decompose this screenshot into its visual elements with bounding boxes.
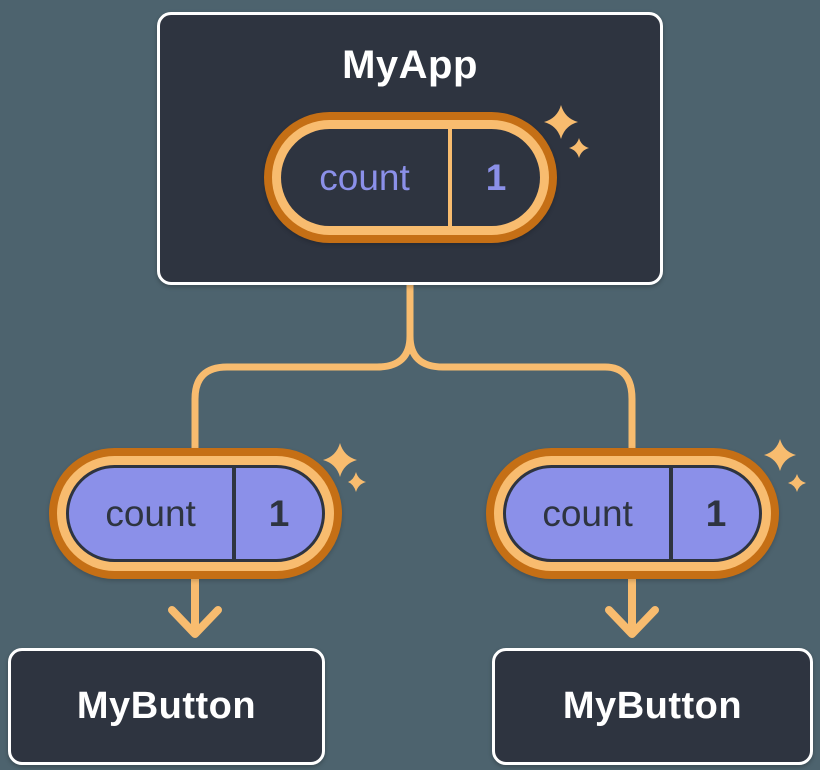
- pill-divider: [669, 468, 674, 559]
- arrow-right-head: [605, 606, 659, 638]
- state-value: 1: [485, 156, 507, 198]
- state-label: count: [319, 156, 410, 198]
- state-pill-right-child: count 1: [486, 448, 779, 579]
- state-value: 1: [268, 492, 290, 534]
- sparkle-icon: [788, 474, 806, 492]
- connector-branch-left: [191, 335, 414, 452]
- node-title: MyApp: [342, 43, 478, 87]
- state-label: count: [542, 492, 633, 534]
- sparkle-icon: [323, 443, 357, 477]
- state-pill-root: count 1: [264, 112, 557, 243]
- pill-divider: [448, 129, 453, 226]
- sparkle-icon: [764, 439, 796, 471]
- state-label: count: [105, 492, 196, 534]
- state-pill-left-child: count 1: [49, 448, 342, 579]
- pill-divider: [232, 468, 237, 559]
- sparkle-icon: [348, 472, 366, 492]
- state-value: 1: [705, 492, 727, 534]
- arrow-left-head: [168, 606, 222, 638]
- component-node-mybutton-left: MyButton: [8, 648, 325, 765]
- pill-body: count 1: [66, 465, 325, 562]
- pill-ring: count 1: [272, 120, 549, 235]
- node-title: MyButton: [562, 685, 743, 727]
- pill-body: count 1: [503, 465, 762, 562]
- pill-ring: count 1: [494, 456, 771, 571]
- pill-ring: count 1: [57, 456, 334, 571]
- connector-branch-right: [406, 335, 636, 452]
- component-node-mybutton-right: MyButton: [492, 648, 813, 765]
- node-title: MyButton: [76, 685, 257, 727]
- pill-body: count 1: [281, 129, 540, 226]
